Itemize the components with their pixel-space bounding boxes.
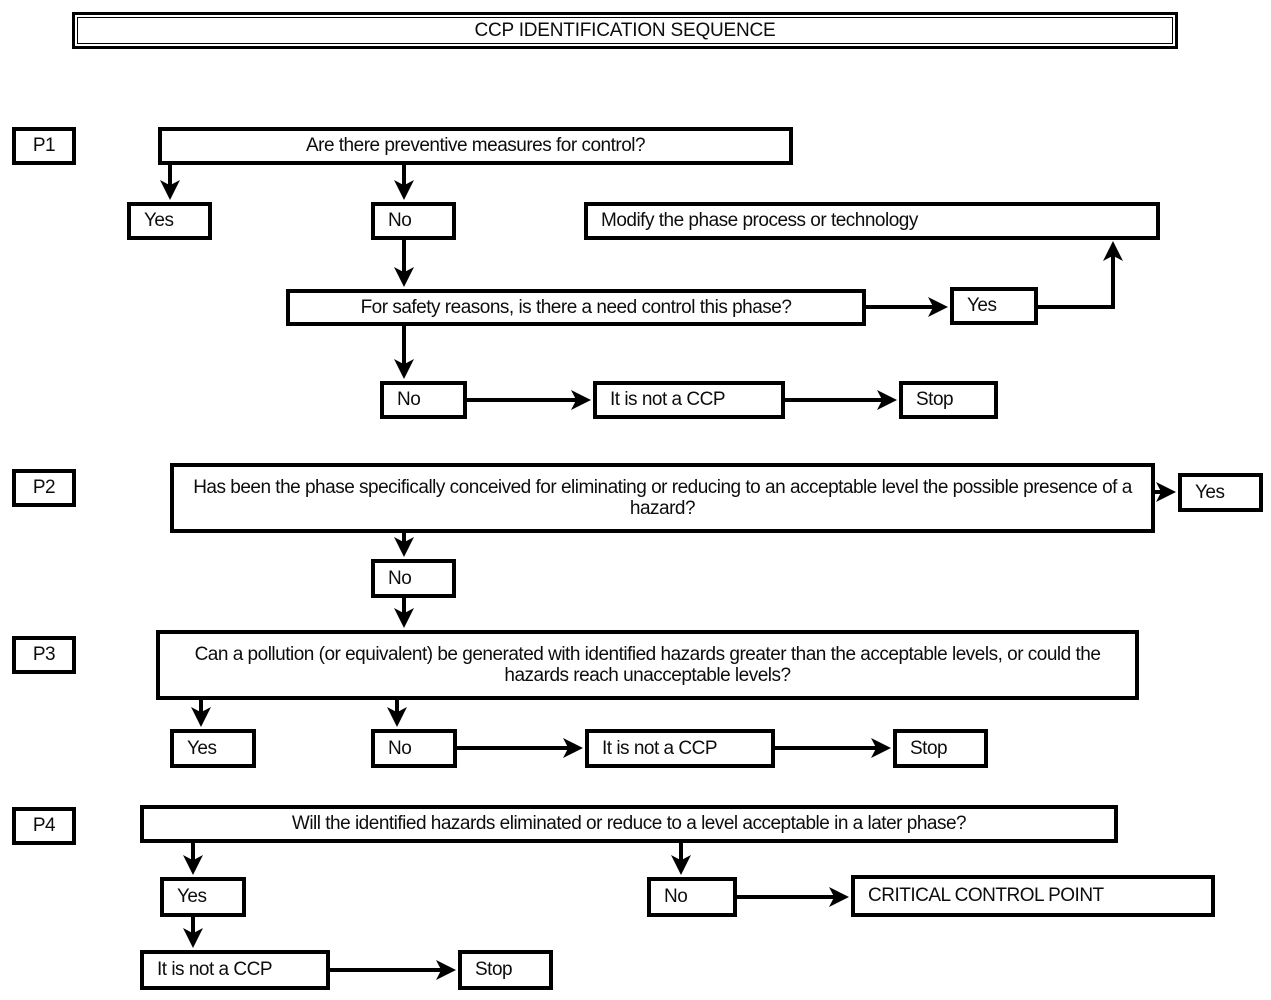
modify-phase-box: Modify the phase process or technology — [584, 202, 1160, 240]
step-label-p4: P4 — [12, 807, 76, 845]
safety-yes-box: Yes — [950, 287, 1038, 325]
step-label-p1-text: P1 — [32, 135, 56, 157]
critical-control-point-box: CRITICAL CONTROL POINT — [851, 875, 1215, 917]
p2-no-text: No — [388, 567, 412, 589]
not-ccp-box-2: It is not a CCP — [585, 729, 775, 768]
stop-text-2: Stop — [910, 737, 948, 759]
p4-yes-text: Yes — [177, 886, 207, 908]
step-label-p1: P1 — [12, 127, 76, 165]
modify-phase-text: Modify the phase process or technology — [601, 210, 918, 232]
p1-yes-text: Yes — [144, 210, 174, 232]
stop-box-3: Stop — [458, 950, 553, 990]
question-p2: Has been the phase specifically conceive… — [170, 463, 1155, 533]
step-label-p2-text: P2 — [32, 477, 56, 499]
p1-yes-box: Yes — [127, 202, 212, 240]
safety-yes-text: Yes — [967, 295, 997, 317]
question-p2-text: Has been the phase specifically conceive… — [193, 476, 1132, 519]
not-ccp-text-1: It is not a CCP — [610, 389, 726, 411]
question-p1-text: Are there preventive measures for contro… — [305, 135, 646, 157]
stop-box-2: Stop — [893, 729, 988, 768]
p3-no-text: No — [388, 737, 412, 759]
not-ccp-text-3: It is not a CCP — [157, 959, 273, 981]
stop-text-3: Stop — [475, 959, 513, 981]
step-label-p3-text: P3 — [32, 644, 56, 666]
p4-yes-box: Yes — [160, 877, 246, 917]
step-label-p4-text: P4 — [32, 815, 56, 837]
not-ccp-text-2: It is not a CCP — [602, 737, 718, 759]
question-p3-text: Can a pollution (or equivalent) be gener… — [194, 643, 1101, 686]
arrow-yes-to-modify — [1038, 241, 1123, 309]
p4-no-text: No — [664, 886, 688, 908]
question-safety: For safety reasons, is there a need cont… — [286, 289, 866, 326]
p1-no-box: No — [371, 202, 456, 240]
p2-no-box: No — [371, 559, 456, 598]
p1-no-text: No — [388, 210, 412, 232]
critical-control-point-text: CRITICAL CONTROL POINT — [868, 885, 1104, 907]
p4-no-box: No — [647, 877, 737, 917]
p2-yes-box: Yes — [1178, 473, 1263, 512]
step-label-p3: P3 — [12, 636, 76, 674]
p2-yes-text: Yes — [1195, 481, 1225, 503]
safety-no-text: No — [397, 389, 421, 411]
p3-no-box: No — [371, 729, 457, 768]
question-p1: Are there preventive measures for contro… — [158, 127, 793, 165]
stop-box-1: Stop — [899, 381, 998, 419]
question-p4-text: Will the identified hazards eliminated o… — [291, 813, 967, 835]
question-safety-text: For safety reasons, is there a need cont… — [360, 296, 792, 318]
not-ccp-box-3: It is not a CCP — [140, 950, 330, 990]
p3-yes-box: Yes — [170, 729, 256, 768]
step-label-p2: P2 — [12, 469, 76, 507]
question-p3: Can a pollution (or equivalent) be gener… — [156, 630, 1139, 700]
safety-no-box: No — [380, 381, 467, 419]
stop-text-1: Stop — [916, 389, 954, 411]
question-p4: Will the identified hazards eliminated o… — [140, 805, 1118, 843]
diagram-title: CCP IDENTIFICATION SEQUENCE — [72, 12, 1178, 49]
diagram-title-text: CCP IDENTIFICATION SEQUENCE — [474, 19, 776, 41]
not-ccp-box-1: It is not a CCP — [593, 381, 785, 419]
p3-yes-text: Yes — [187, 737, 217, 759]
